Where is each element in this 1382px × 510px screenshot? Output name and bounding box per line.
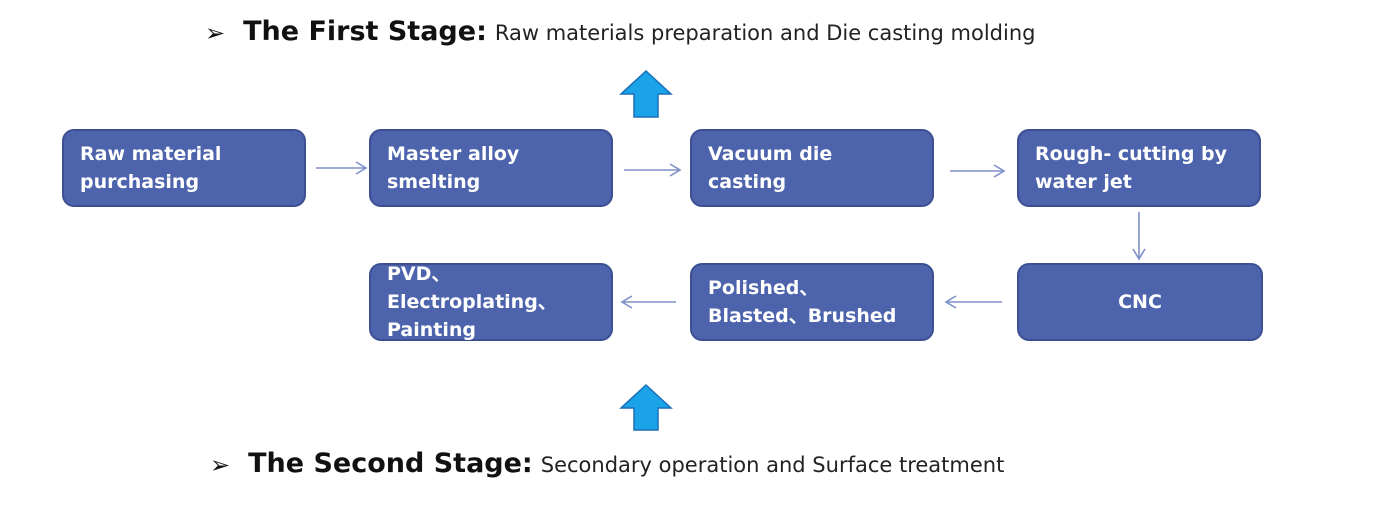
step-rough-cutting: Rough- cutting by water jet: [1017, 129, 1261, 207]
step-vacuum-die-casting-label: Vacuum die casting: [708, 143, 833, 193]
step-pvd-label: PVD、Electroplating、Painting: [387, 263, 557, 341]
up-arrow-icon: [619, 383, 673, 431]
step-pvd: PVD、Electroplating、Painting: [369, 263, 613, 341]
arrowhead-icon: [669, 163, 682, 177]
arrowhead-icon: [1132, 248, 1146, 261]
step-cnc: CNC: [1017, 263, 1263, 341]
arrowhead-icon: [944, 295, 957, 309]
arrowhead-icon: [993, 164, 1006, 178]
step-master-alloy-label: Master alloy smelting: [387, 143, 520, 193]
arrow-bullet-icon: ➢: [205, 19, 226, 47]
arrow-bullet-icon: ➢: [210, 451, 231, 479]
second-stage-heading: ➢ The Second Stage: Secondary operation …: [210, 448, 1004, 479]
step-polished-label: Polished、Blasted、Brushed: [708, 277, 897, 327]
second-stage-title: The Second Stage:: [248, 448, 533, 479]
first-stage-title: The First Stage:: [243, 16, 487, 47]
arrowhead-icon: [355, 161, 368, 175]
up-arrow-icon: [619, 69, 673, 118]
first-stage-description: Raw materials preparation and Die castin…: [494, 21, 1036, 45]
second-stage-description: Secondary operation and Surface treatmen…: [540, 453, 1005, 477]
arrowhead-icon: [620, 295, 633, 309]
step-vacuum-die-casting: Vacuum die casting: [690, 129, 934, 207]
step-cnc-label: CNC: [1118, 291, 1162, 313]
step-polished: Polished、Blasted、Brushed: [690, 263, 934, 341]
step-rough-cutting-label: Rough- cutting by water jet: [1035, 143, 1228, 193]
step-raw-material: Raw material purchasing: [62, 129, 306, 207]
step-raw-material-label: Raw material purchasing: [80, 143, 222, 193]
first-stage-heading: ➢ The First Stage: Raw materials prepara…: [205, 16, 1035, 47]
step-master-alloy: Master alloy smelting: [369, 129, 613, 207]
